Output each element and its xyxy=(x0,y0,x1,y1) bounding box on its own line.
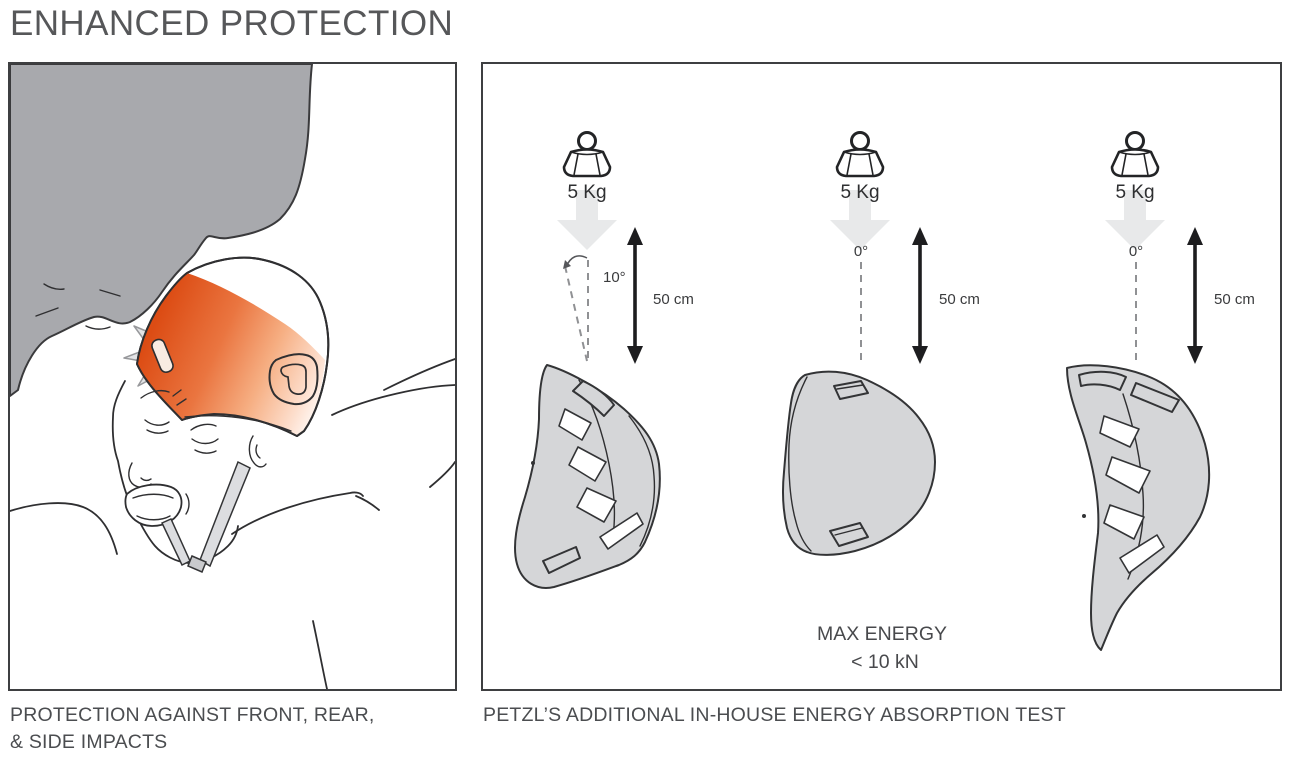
height-label: 50 cm xyxy=(939,291,980,308)
page-title: ENHANCED PROTECTION xyxy=(10,4,454,43)
caption-line: & SIDE IMPACTS xyxy=(10,731,168,753)
helmet-illustration xyxy=(136,256,330,437)
height-arrow-icon xyxy=(1185,225,1205,366)
face-illustration xyxy=(111,380,267,573)
left-panel-caption: PROTECTION AGAINST FRONT, REAR, & SIDE I… xyxy=(10,702,374,756)
height-arrow-icon xyxy=(625,225,645,366)
height-label: 50 cm xyxy=(653,291,694,308)
angle-label: 0° xyxy=(854,243,868,260)
helmet-front-view xyxy=(782,370,936,556)
helmet-side-view-left xyxy=(514,364,661,589)
max-energy-label: MAX ENERGY xyxy=(817,623,947,645)
right-panel-caption: PETZL’S ADDITIONAL IN-HOUSE ENERGY ABSOR… xyxy=(483,704,1066,726)
impact-illustration xyxy=(10,64,455,689)
angle-label: 10° xyxy=(603,269,626,286)
helmet-side-view-right xyxy=(1066,364,1211,651)
max-energy-value: < 10 kN xyxy=(851,651,919,673)
test-1: 5 Kg 10° 50 cm xyxy=(514,131,694,589)
chin-strap xyxy=(160,460,251,573)
test-2: 5 Kg 0° 50 cm xyxy=(782,131,980,556)
impact-illustration-panel xyxy=(8,62,457,691)
caption-line: PROTECTION AGAINST FRONT, REAR, xyxy=(10,704,375,726)
weight-label: 5 Kg xyxy=(1115,182,1154,203)
rock xyxy=(10,64,313,397)
energy-test-diagram: 5 Kg 10° 50 cm xyxy=(514,131,1255,673)
front-vent-slot xyxy=(151,338,174,373)
test-3: 5 Kg 0° 50 cm xyxy=(1066,131,1255,651)
angle-indicator xyxy=(563,255,589,362)
angle-label: 0° xyxy=(1129,243,1143,260)
weight-label: 5 Kg xyxy=(567,182,606,203)
weight-icon xyxy=(1110,131,1160,178)
height-arrow-icon xyxy=(910,225,930,366)
height-label: 50 cm xyxy=(1214,291,1255,308)
body-outline xyxy=(10,358,455,689)
side-vent-slot xyxy=(268,353,319,406)
weight-icon xyxy=(835,131,885,178)
weight-label: 5 Kg xyxy=(840,182,879,203)
weight-icon xyxy=(562,131,612,178)
impact-zone-highlight xyxy=(137,273,325,436)
energy-test-panel: 5 Kg 10° 50 cm xyxy=(481,62,1282,691)
